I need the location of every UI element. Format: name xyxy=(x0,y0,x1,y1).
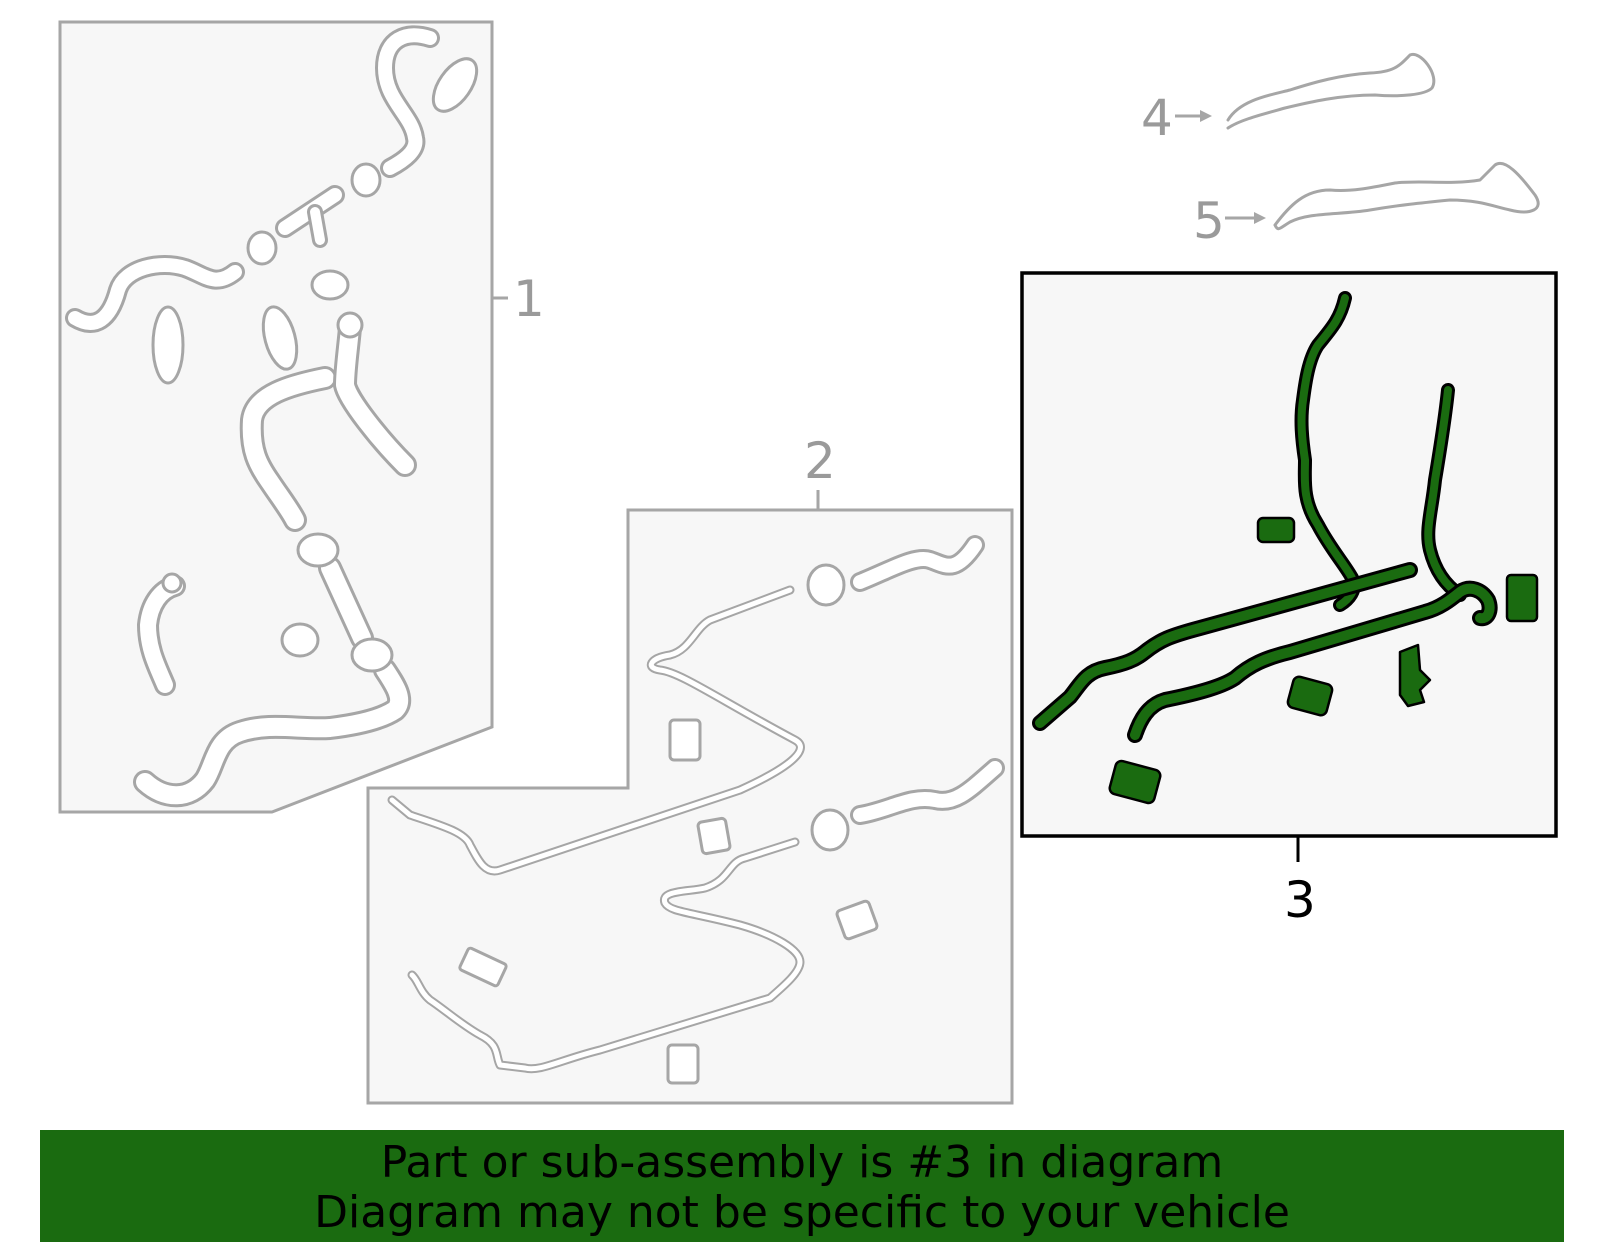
callout-2: 2 xyxy=(804,432,836,490)
callout-4: 4 xyxy=(1141,89,1173,147)
part-notice-banner: Part or sub-assembly is #3 in diagram Di… xyxy=(40,1130,1564,1242)
assembly-3-tubes[interactable] xyxy=(1032,291,1498,743)
callout-5: 5 xyxy=(1193,192,1225,250)
banner-line-2: Diagram may not be specific to your vehi… xyxy=(314,1187,1290,1238)
callout-1: 1 xyxy=(513,270,545,328)
assembly-3-panel: 3 xyxy=(1020,271,1558,929)
assembly-1-hoses xyxy=(65,25,440,808)
assembly-3-clips[interactable] xyxy=(1108,516,1539,805)
assembly-2-lines xyxy=(387,535,1005,1074)
assembly-1-clamps xyxy=(151,57,479,673)
assembly-1-panel: 1 xyxy=(58,20,545,814)
parts-4-5: 4 5 xyxy=(1141,52,1540,250)
assembly-2-clamps xyxy=(458,563,879,1085)
banner-line-1: Part or sub-assembly is #3 in diagram xyxy=(380,1137,1224,1188)
hose-4-5 xyxy=(1226,52,1540,231)
callout-3: 3 xyxy=(1284,871,1316,929)
assembly-2-panel: 2 xyxy=(366,432,1014,1105)
